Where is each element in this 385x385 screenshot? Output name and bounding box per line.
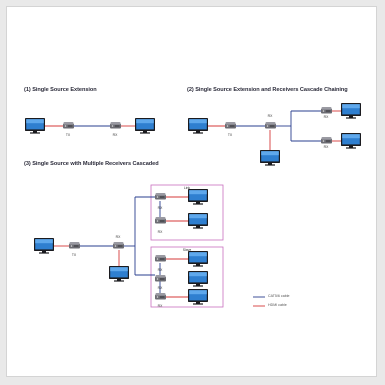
monitor-icon [188,289,208,305]
extender-icon [155,193,166,200]
extender-icon [155,255,166,262]
group-label-link: Link [183,186,191,190]
rx-label: RX [115,235,121,239]
rx-label: RX [323,115,329,119]
extender-icon [113,242,124,249]
rx-label: RX [157,304,163,308]
extender-icon [225,122,236,129]
diagram-cascade-chaining [188,103,361,166]
monitor-icon [34,238,54,254]
extender-icon [321,107,332,114]
rx-label: RX [267,114,273,118]
caption-cascade-chaining: (2) Single Source Extension and Receiver… [187,87,348,93]
tx-label: TX [71,253,77,257]
tx-label: TX [227,133,233,137]
topology-diagrams [25,103,361,308]
monitor-icon [188,189,208,205]
rx-label: RX [323,145,329,149]
rx-label: RX [112,133,118,137]
extender-icon [63,122,74,129]
monitor-icon [188,118,208,134]
legend-hdmi-label: HDMI cable [268,303,287,307]
diagram-multiple-receivers [34,184,224,308]
rx-label: RX [157,206,163,210]
legend-network-label: CAT5/6 cable [268,294,290,298]
group-label-slave: Slave [182,248,192,252]
extender-icon [265,122,276,129]
monitor-icon [341,103,361,119]
extender-icon [110,122,121,129]
group-box-slave [150,246,224,308]
tx-label: TX [65,133,71,137]
monitor-icon [188,271,208,287]
monitor-icon [25,118,45,134]
diagram-single-extension [25,118,155,134]
extender-icon [155,275,166,282]
monitor-icon [188,213,208,229]
caption-multiple-receivers: (3) Single Source with Multiple Receiver… [24,161,159,167]
rx-label: RX [157,268,163,272]
monitor-icon [341,133,361,149]
group-box-link [150,184,224,241]
caption-single-extension: (1) Single Source Extension [24,87,97,93]
monitor-icon [109,266,129,282]
rx-label: RX [157,230,163,234]
extender-icon [321,137,332,144]
monitor-icon [260,150,280,166]
document-page: (1) Single Source Extension (2) Single S… [6,6,377,377]
extender-icon [69,242,80,249]
rx-label: RX [157,286,163,290]
extender-icon [155,217,166,224]
monitor-icon [188,251,208,267]
extender-icon [155,293,166,300]
monitor-icon [135,118,155,134]
